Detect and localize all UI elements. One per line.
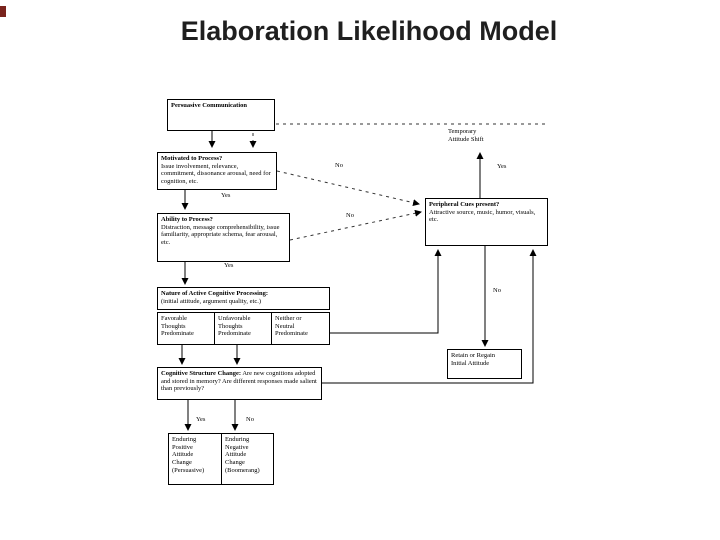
- neutral-thoughts-cell: Neither or Neutral Predominate: [271, 312, 330, 345]
- edge-label-ability-yes: Yes: [224, 262, 234, 269]
- motivated-body: Issue involvement, relevance, commitment…: [161, 162, 271, 185]
- arrow-neutral-to-peripheral: [330, 249, 442, 334]
- enduring-negative-box: Enduring Negative Attitude Change (Boome…: [221, 433, 274, 485]
- persuasive-communication-box: Persuasive Communication: [167, 99, 275, 131]
- nature-of-processing-box: Nature of Active Cognitive Processing: (…: [157, 287, 330, 310]
- nature-body: (initial attitude, argument quality, etc…: [161, 297, 261, 305]
- edge-label-motivated-yes: Yes: [221, 192, 231, 199]
- edge-label-cognitive-no: No: [246, 416, 254, 423]
- cognitive-structure-change-box: Cognitive Structure Change: Are new cogn…: [157, 367, 322, 400]
- arrow-motivated-no: [276, 170, 420, 207]
- enduring-positive-box: Enduring Positive Attitude Change (Persu…: [168, 433, 222, 485]
- motivated-title: Motivated to Process?: [161, 155, 223, 162]
- cognitive-body: Are new cognitions adopted and stored in…: [161, 370, 317, 393]
- ability-to-process-box: Ability to Process? Distraction, message…: [157, 213, 290, 262]
- edge-label-peripheral-no: No: [493, 287, 501, 294]
- peripheral-cue-box: Peripheral Cues present? Attractive sour…: [425, 198, 548, 246]
- edge-label-motivated-no: No: [335, 162, 343, 169]
- persuasive-communication-label: Persuasive Communication: [171, 102, 248, 109]
- ability-title: Ability to Process?: [161, 216, 213, 223]
- arrow-ability-no: [289, 209, 422, 241]
- temporary-attitude-shift-label: Temporary Attitude Shift: [448, 128, 484, 144]
- peripheral-body: Attractive source, music, humor, visuals…: [429, 208, 536, 224]
- edge-label-cognitive-yes: Yes: [196, 416, 206, 423]
- motivated-to-process-box: Motivated to Process? Issue involvement,…: [157, 152, 277, 190]
- edge-label-ability-no: No: [346, 212, 354, 219]
- cognitive-title: Cognitive Structure Change:: [161, 370, 242, 377]
- corner-mark: [0, 6, 6, 17]
- retain-initial-attitude-box: Retain or Regain Initial Attitude: [447, 349, 522, 379]
- peripheral-title: Peripheral Cues present?: [429, 201, 500, 208]
- edge-label-peripheral-yes: Yes: [497, 163, 507, 170]
- page-title: Elaboration Likelihood Model: [180, 16, 558, 46]
- arrow-cognitive-to-peripheral: [322, 249, 537, 384]
- favorable-thoughts-cell: Favorable Thoughts Predominate: [157, 312, 215, 345]
- nature-title: Nature of Active Cognitive Processing:: [161, 290, 268, 297]
- unfavorable-thoughts-cell: Unfavorable Thoughts Predominate: [214, 312, 272, 345]
- ability-body: Distraction, message comprehensibility, …: [161, 223, 280, 246]
